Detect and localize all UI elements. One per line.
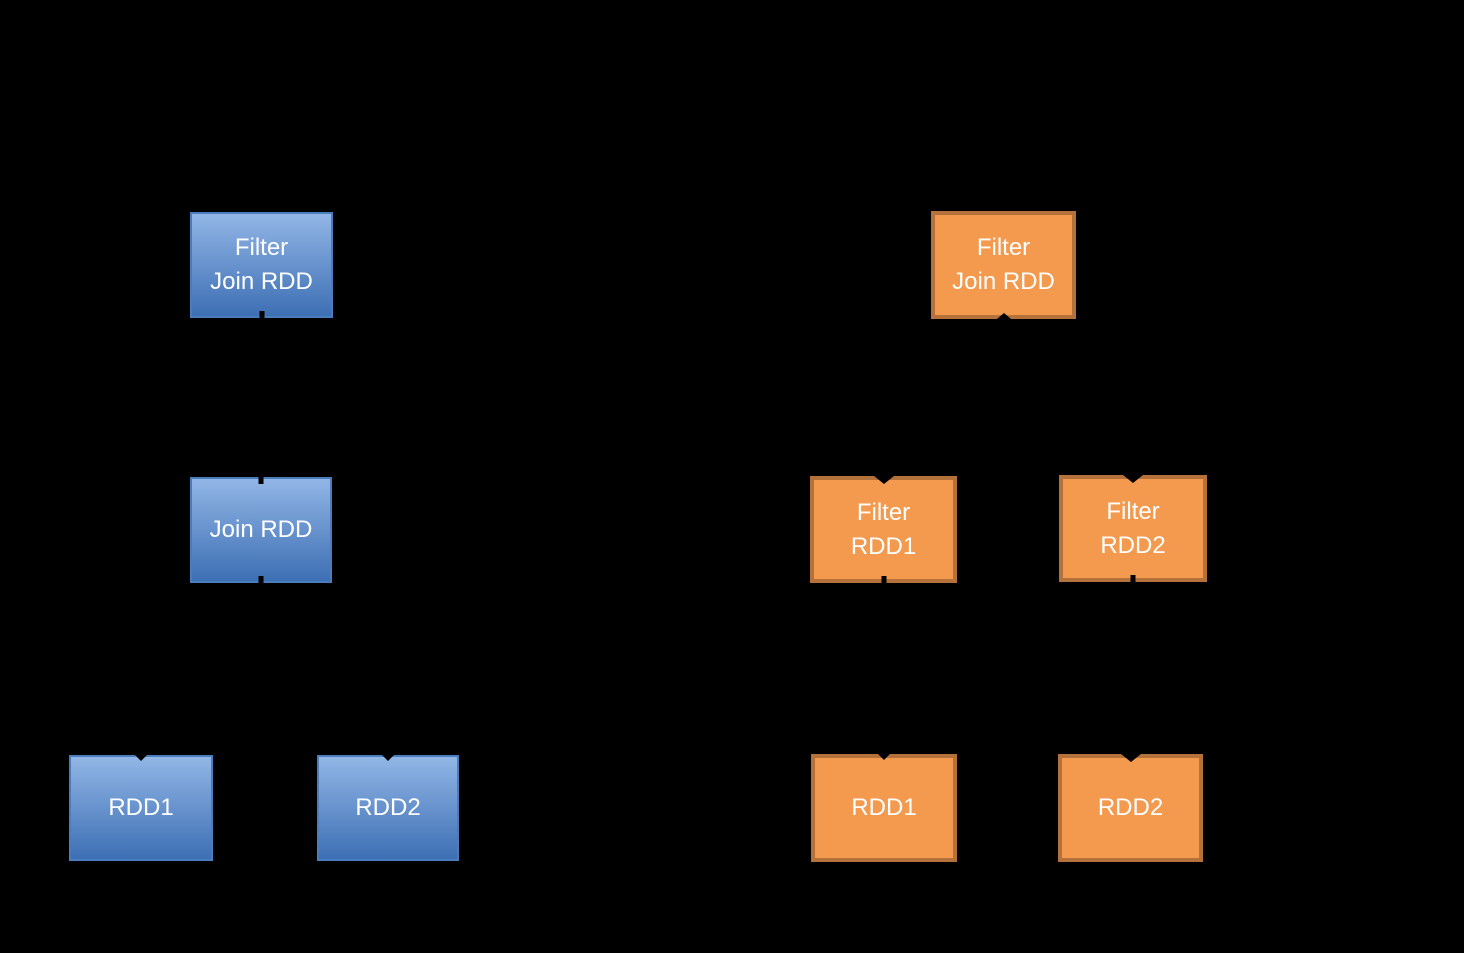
arrowhead-notch — [881, 576, 886, 583]
node-right-filter-join-rdd: Filter Join RDD — [931, 211, 1076, 319]
node-left-rdd2: RDD2 — [317, 755, 459, 861]
node-right-rdd1: RDD1 — [811, 754, 957, 862]
node-label-line1: Join RDD — [209, 516, 313, 543]
node-right-filter-rdd1: Filter RDD1 — [810, 476, 957, 583]
node-label-line1: Filter — [1106, 497, 1160, 525]
node-label-line1: RDD1 — [108, 794, 174, 821]
arrowhead-notch — [259, 311, 264, 318]
node-label-line1: Filter — [976, 234, 1031, 261]
arrowhead-notch — [1123, 475, 1143, 483]
node-label-line1: Filter — [234, 234, 289, 261]
arrowhead-notch — [878, 754, 890, 760]
node-label-line2: RDD1 — [850, 532, 917, 560]
node-label-line2: Join RDD — [952, 268, 1055, 295]
arrowhead-notch — [258, 477, 264, 484]
node-right-rdd2: RDD2 — [1058, 754, 1203, 862]
arrowhead-notch — [996, 313, 1011, 319]
node-left-rdd1: RDD1 — [69, 755, 213, 861]
arrowhead-notch — [382, 755, 394, 761]
node-label-line1: RDD1 — [851, 794, 917, 821]
node-right-filter-rdd2: Filter RDD2 — [1059, 475, 1207, 582]
arrowhead-notch — [1120, 754, 1141, 762]
node-label-line1: Filter — [856, 498, 911, 526]
node-label-line1: RDD2 — [355, 794, 421, 821]
node-left-join-rdd: Join RDD — [190, 477, 332, 583]
node-label-line2: RDD2 — [1100, 531, 1166, 559]
arrowhead-notch — [258, 576, 264, 583]
arrowhead-notch — [1130, 575, 1136, 582]
node-left-filter-join-rdd: Filter Join RDD — [190, 212, 333, 318]
arrowhead-notch — [135, 755, 147, 761]
arrowhead-notch — [873, 476, 894, 484]
node-label-line1: RDD2 — [1097, 794, 1164, 821]
node-label-line2: Join RDD — [210, 268, 313, 295]
